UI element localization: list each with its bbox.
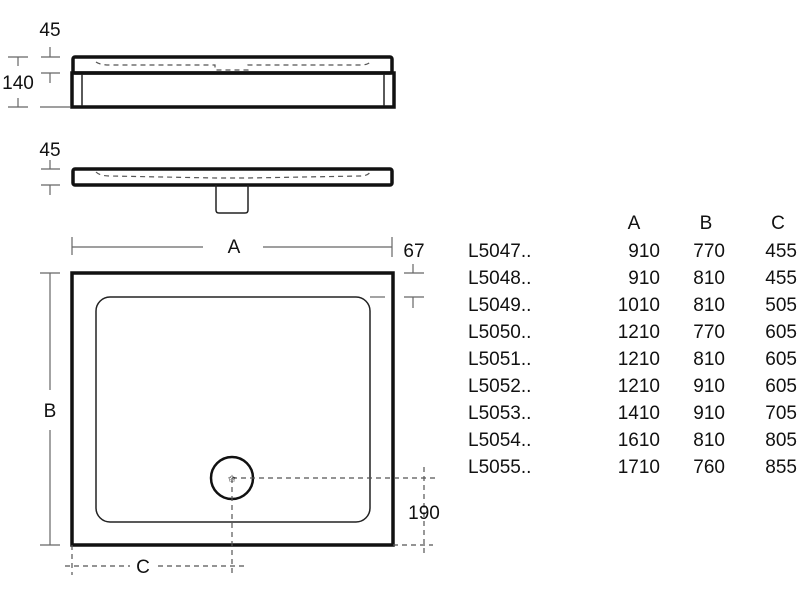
tray-slab	[71, 55, 394, 75]
table-row: L5054.. 1610 810 805	[468, 430, 797, 451]
value-c: 505	[765, 295, 797, 316]
value-b: 760	[693, 457, 725, 478]
value-c: 855	[765, 457, 797, 478]
tray-profile-hidden-line	[95, 61, 371, 71]
value-a: 910	[628, 241, 660, 262]
product-code: L5055..	[468, 457, 531, 478]
value-c: 805	[765, 430, 797, 451]
value-b: 910	[693, 403, 725, 424]
waste-position-dimension	[65, 467, 435, 575]
table-row: L5051.. 1210 810 605	[468, 349, 797, 370]
value-a: 1210	[618, 322, 660, 343]
table-row: L5049.. 1010 810 505	[468, 295, 797, 316]
waste-offset-label: 190	[408, 503, 440, 524]
rim-height-label: 45	[39, 20, 60, 41]
table-row: L5055.. 1710 760 855	[468, 457, 797, 478]
value-c: 605	[765, 349, 797, 370]
dimension-c-label: C	[136, 557, 150, 578]
value-b: 770	[693, 322, 725, 343]
product-code: L5050..	[468, 322, 531, 343]
column-header-c: C	[771, 213, 785, 234]
value-b: 910	[693, 376, 725, 397]
table-row: L5052.. 1210 910 605	[468, 376, 797, 397]
tray-profile-hidden-line	[95, 171, 371, 179]
product-code: L5047..	[468, 241, 531, 262]
waste-outlet	[215, 185, 249, 214]
tray-slab	[71, 167, 394, 187]
table-row: L5050.. 1210 770 605	[468, 322, 797, 343]
tray-outline	[70, 271, 395, 547]
total-height-dimension	[8, 56, 70, 108]
value-c: 455	[765, 241, 797, 262]
value-a: 1210	[618, 376, 660, 397]
product-code: L5054..	[468, 430, 531, 451]
product-code: L5049..	[468, 295, 531, 316]
dimension-b-label: B	[44, 401, 57, 422]
plan-view: ✩ A 67 B C 190	[40, 237, 440, 578]
dimension-a-line	[71, 237, 393, 257]
table-row: L5053.. 1410 910 705	[468, 403, 797, 424]
column-header-b: B	[700, 213, 713, 234]
value-a: 1710	[618, 457, 660, 478]
rim-height-dimension	[41, 47, 60, 83]
value-c: 605	[765, 322, 797, 343]
dimension-a-label: A	[228, 237, 241, 258]
value-b: 810	[693, 430, 725, 451]
value-b: 810	[693, 268, 725, 289]
rim-height-dimension	[41, 160, 60, 195]
total-height-label: 140	[2, 73, 34, 94]
value-a: 1210	[618, 349, 660, 370]
value-b: 810	[693, 295, 725, 316]
dimension-b-line	[40, 272, 60, 546]
rim-height-label: 45	[39, 140, 60, 161]
product-code: L5048..	[468, 268, 531, 289]
value-a: 1010	[618, 295, 660, 316]
value-b: 770	[693, 241, 725, 262]
table-row: L5048.. 910 810 455	[468, 268, 797, 289]
value-b: 810	[693, 349, 725, 370]
value-c: 605	[765, 376, 797, 397]
side-view-tray: 45	[39, 140, 394, 214]
table-row: L5047.. 910 770 455	[468, 241, 797, 262]
rim-width-dimension	[404, 264, 424, 308]
value-c: 705	[765, 403, 797, 424]
side-view-with-panel: 45 140	[2, 20, 396, 109]
value-a: 1610	[618, 430, 660, 451]
column-header-a: A	[628, 213, 641, 234]
value-c: 455	[765, 268, 797, 289]
value-a: 1410	[618, 403, 660, 424]
product-code: L5051..	[468, 349, 531, 370]
rim-width-label: 67	[403, 241, 424, 262]
product-code: L5052..	[468, 376, 531, 397]
value-a: 910	[628, 268, 660, 289]
product-code: L5053..	[468, 403, 531, 424]
tray-basin	[95, 296, 371, 523]
riser-panel	[70, 71, 396, 109]
